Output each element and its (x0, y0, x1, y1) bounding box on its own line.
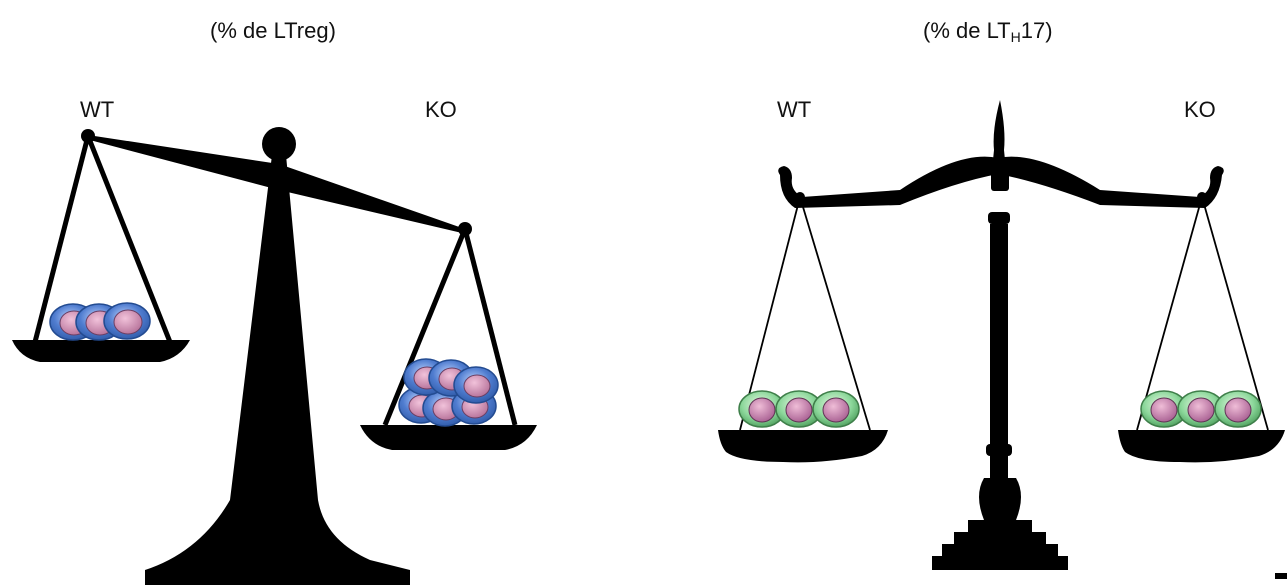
ko-pan (1118, 196, 1285, 463)
treg-cell (103, 302, 151, 340)
ko-pan (360, 228, 537, 450)
th17-cell (1177, 390, 1225, 428)
scale-post (932, 100, 1068, 570)
th17-ko-label: KO (1184, 97, 1216, 122)
th17-balance-panel: (% de LTH17) WT KO (700, 0, 1287, 585)
th17-title-prefix: (% de LT (923, 18, 1011, 43)
ko-th17-cells (1140, 390, 1262, 428)
treg-wt-label: WT (80, 97, 115, 122)
corner-logo-mark (1275, 573, 1287, 579)
th17-cell (812, 390, 860, 428)
treg-panel-title: (% de LTreg) (210, 18, 336, 43)
treg-ko-label: KO (425, 97, 457, 122)
th17-panel-title: (% de LTH17) (923, 18, 1053, 45)
th17-cell (738, 390, 786, 428)
wt-th17-cells (738, 390, 860, 428)
ko-treg-cells (398, 358, 499, 427)
th17-title-suffix: 17) (1020, 18, 1053, 43)
wt-treg-cells (49, 302, 151, 341)
th17-title-subscript: H (1010, 29, 1021, 45)
th17-cell (1214, 390, 1262, 428)
level-balance-scale (718, 100, 1285, 570)
treg-cell (453, 366, 499, 404)
wt-pan (12, 135, 190, 362)
scale-stand (145, 127, 410, 585)
tilted-balance-scale (12, 127, 537, 585)
th17-cell (1140, 390, 1188, 428)
wt-pan (718, 196, 888, 463)
th17-wt-label: WT (777, 97, 812, 122)
th17-cell (775, 390, 823, 428)
treg-balance-panel: (% de LTreg) WT KO (0, 0, 560, 585)
